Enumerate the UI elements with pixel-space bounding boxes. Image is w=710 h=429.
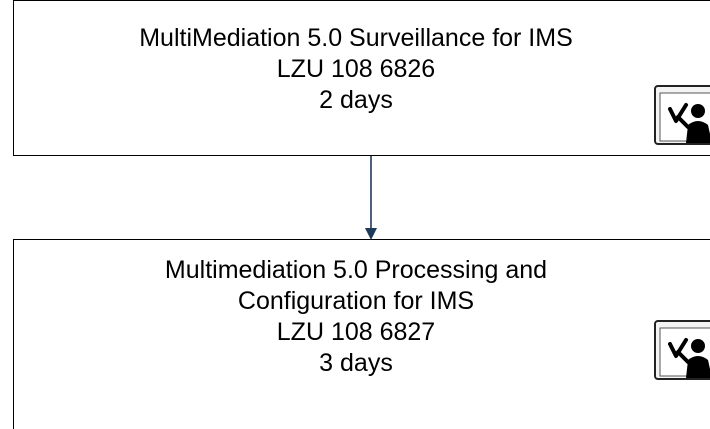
course-text: Multimediation 5.0 Processing and Config… (1, 255, 710, 379)
course-text: MultiMediation 5.0 Surveillance for IMS … (1, 23, 710, 116)
instructor-presentation-icon (654, 85, 710, 145)
course-code: LZU 108 6827 (276, 318, 436, 346)
instructor-presentation-icon (654, 320, 710, 380)
course-code: LZU 108 6826 (276, 55, 436, 83)
course-duration: 3 days (319, 349, 393, 377)
course-title: MultiMediation 5.0 Surveillance for IMS (139, 24, 573, 52)
course-duration: 2 days (319, 86, 393, 114)
course-title-line-2: Configuration for IMS (237, 287, 475, 315)
course-box-processing: Multimediation 5.0 Processing and Config… (13, 239, 710, 429)
course-box-surveillance: MultiMediation 5.0 Surveillance for IMS … (13, 0, 710, 156)
course-title-line-1: Multimediation 5.0 Processing and (164, 256, 548, 284)
